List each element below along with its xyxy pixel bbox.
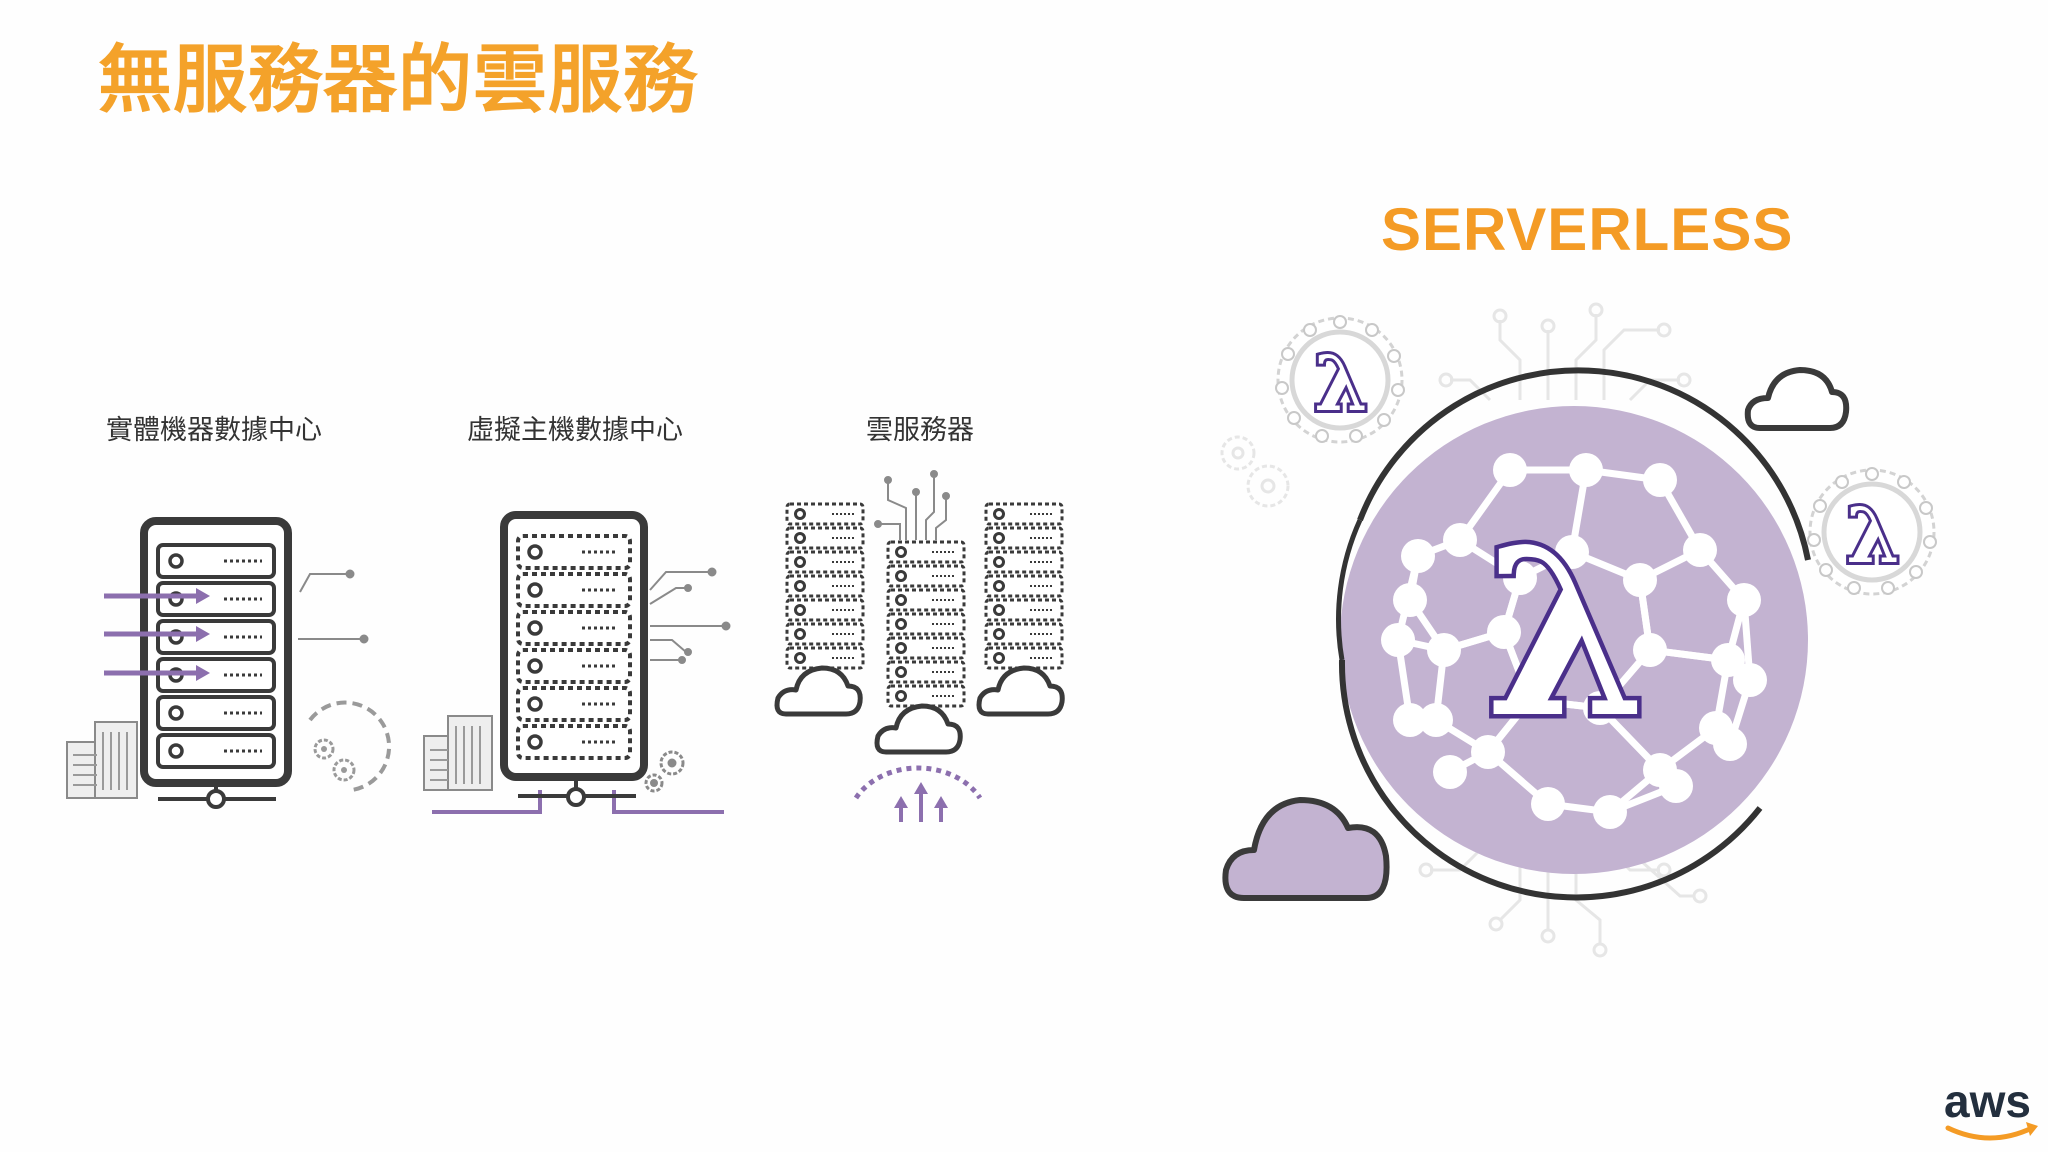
cloud-servers-illustration <box>774 470 1065 822</box>
page-title: 無服務器的雲服務 <box>98 37 698 123</box>
aws-logo-text: aws <box>1944 1075 2031 1127</box>
server-rack-icon <box>500 511 648 807</box>
cloud-icon <box>1222 797 1390 901</box>
gear-icon <box>644 750 685 793</box>
upload-arrows-icon <box>853 765 983 822</box>
lambda-icon: λ <box>1314 339 1367 428</box>
lambda-badge-right: λ <box>1807 467 1937 596</box>
cloud-icon <box>774 665 1065 755</box>
circuit-icon <box>649 567 731 664</box>
circuit-icon <box>874 470 950 540</box>
cloud-icon <box>1744 367 1850 431</box>
arrow-icon <box>104 588 210 681</box>
serverless-illustration: λ λ <box>1220 302 1937 958</box>
virtual-datacenter-illustration <box>423 511 731 814</box>
server-rack-icon <box>984 502 1064 670</box>
server-rack-icon <box>140 517 292 809</box>
buckyball-icon <box>1336 367 1811 901</box>
building-icon <box>66 721 138 799</box>
smile-arrow-icon <box>1945 1122 2038 1141</box>
server-rack-icon <box>785 502 865 670</box>
circuit-icon <box>298 569 369 644</box>
lambda-badge-left: λ <box>1275 315 1405 444</box>
building-icon <box>423 715 493 791</box>
lambda-icon: λ <box>1485 499 1646 769</box>
gear-icon <box>308 700 392 792</box>
physical-datacenter-illustration <box>66 517 392 809</box>
lambda-icon: λ <box>1846 491 1899 580</box>
column-label-virtual: 虛擬主機數據中心 <box>467 415 683 446</box>
serverless-heading: SERVERLESS <box>1381 196 1794 263</box>
column-label-physical: 實體機器數據中心 <box>106 415 322 446</box>
column-label-cloud: 雲服務器 <box>866 415 974 446</box>
gear-icon <box>1220 435 1290 508</box>
aws-logo: aws <box>1942 1078 2042 1146</box>
server-rack-icon <box>886 540 966 708</box>
